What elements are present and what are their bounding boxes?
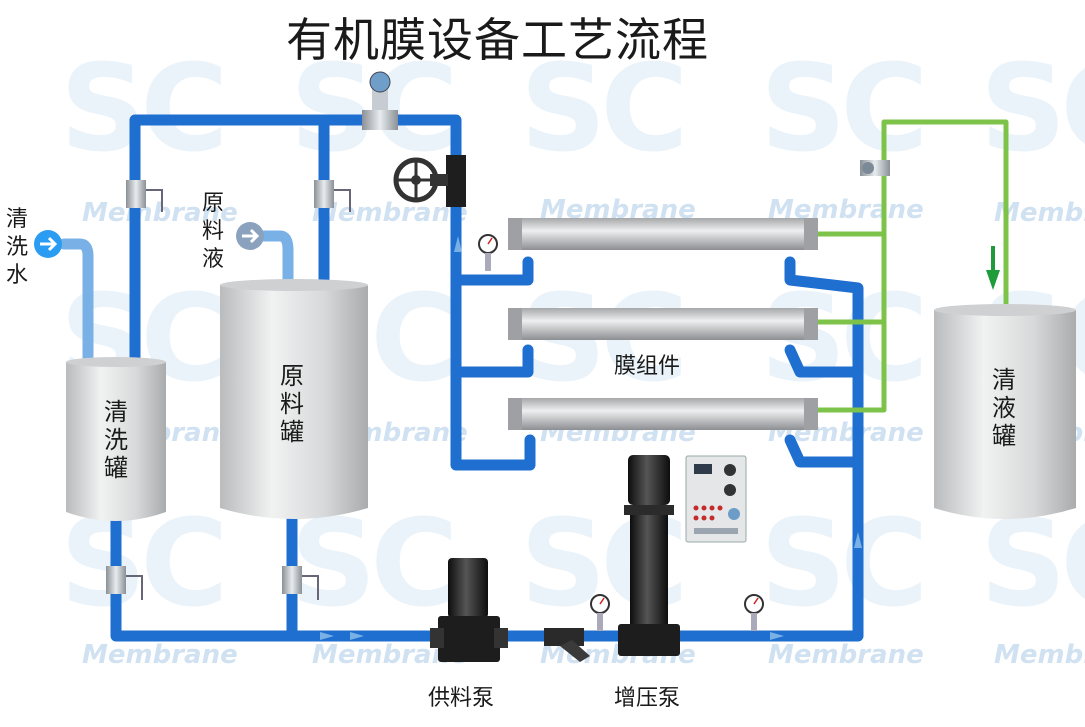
feed-pump-icon bbox=[430, 558, 508, 662]
watermark-logo: SC bbox=[520, 40, 688, 179]
watermark-text: Membrane bbox=[82, 640, 238, 670]
strainer-icon bbox=[544, 628, 590, 662]
handwheel-valve-icon bbox=[393, 155, 466, 207]
wash-water-inlet-label: 清洗水 bbox=[5, 207, 28, 288]
raw-liquid-inlet-label: 原料液 bbox=[201, 191, 224, 272]
raw-tank-body bbox=[220, 279, 368, 519]
gauge-icon bbox=[744, 594, 764, 631]
membrane-module-2 bbox=[508, 308, 818, 340]
flow-arrows bbox=[320, 236, 862, 640]
watermark-text: Membrane bbox=[994, 198, 1085, 228]
flowmeter-icon bbox=[860, 160, 890, 176]
gauge-icon bbox=[590, 594, 610, 631]
control-panel-icon bbox=[685, 455, 747, 543]
clear-tank-body bbox=[934, 304, 1076, 519]
raw-tank-label: 原料罐 bbox=[280, 362, 304, 446]
booster-pump-icon bbox=[618, 455, 680, 656]
booster-pump-label: 增压泵 bbox=[614, 686, 681, 711]
watermark-text: Membrane bbox=[82, 198, 238, 228]
gauge-icon bbox=[478, 234, 498, 271]
down-arrow-icon bbox=[986, 270, 1000, 290]
page-title: 有机膜设备工艺流程 bbox=[286, 13, 709, 67]
membrane-module-3 bbox=[508, 398, 818, 430]
flowmeter-icon bbox=[362, 71, 398, 130]
valve-icon bbox=[282, 566, 319, 600]
watermark-logo: SC bbox=[980, 40, 1085, 179]
inlet-arrow-icon bbox=[236, 222, 264, 250]
wash-tank-label: 清洗罐 bbox=[104, 398, 128, 482]
watermark-logo: SC bbox=[760, 40, 928, 179]
watermark-text: Membrane bbox=[768, 640, 924, 670]
permeate-pipes bbox=[815, 119, 1009, 413]
clear-tank-label: 清液罐 bbox=[992, 366, 1016, 450]
inlet-pipes bbox=[58, 230, 294, 366]
watermark-logo: SC bbox=[760, 495, 928, 634]
valve-icon bbox=[106, 566, 143, 600]
wash-tank-body bbox=[66, 357, 166, 521]
membrane-module-1 bbox=[508, 218, 818, 250]
inlet-arrow-icon bbox=[34, 230, 62, 258]
watermark-logo: SC bbox=[290, 495, 458, 634]
watermark-logo: SC bbox=[60, 40, 228, 179]
valve-icon bbox=[314, 180, 351, 212]
membrane-module-label: 膜组件 bbox=[614, 354, 681, 379]
watermark-text: Membrane bbox=[994, 640, 1085, 670]
feed-pump-label: 供料泵 bbox=[428, 686, 495, 711]
watermark-text: Membrane bbox=[312, 198, 468, 228]
down-arrow-shaft bbox=[991, 246, 995, 272]
valve-icon bbox=[126, 180, 163, 212]
